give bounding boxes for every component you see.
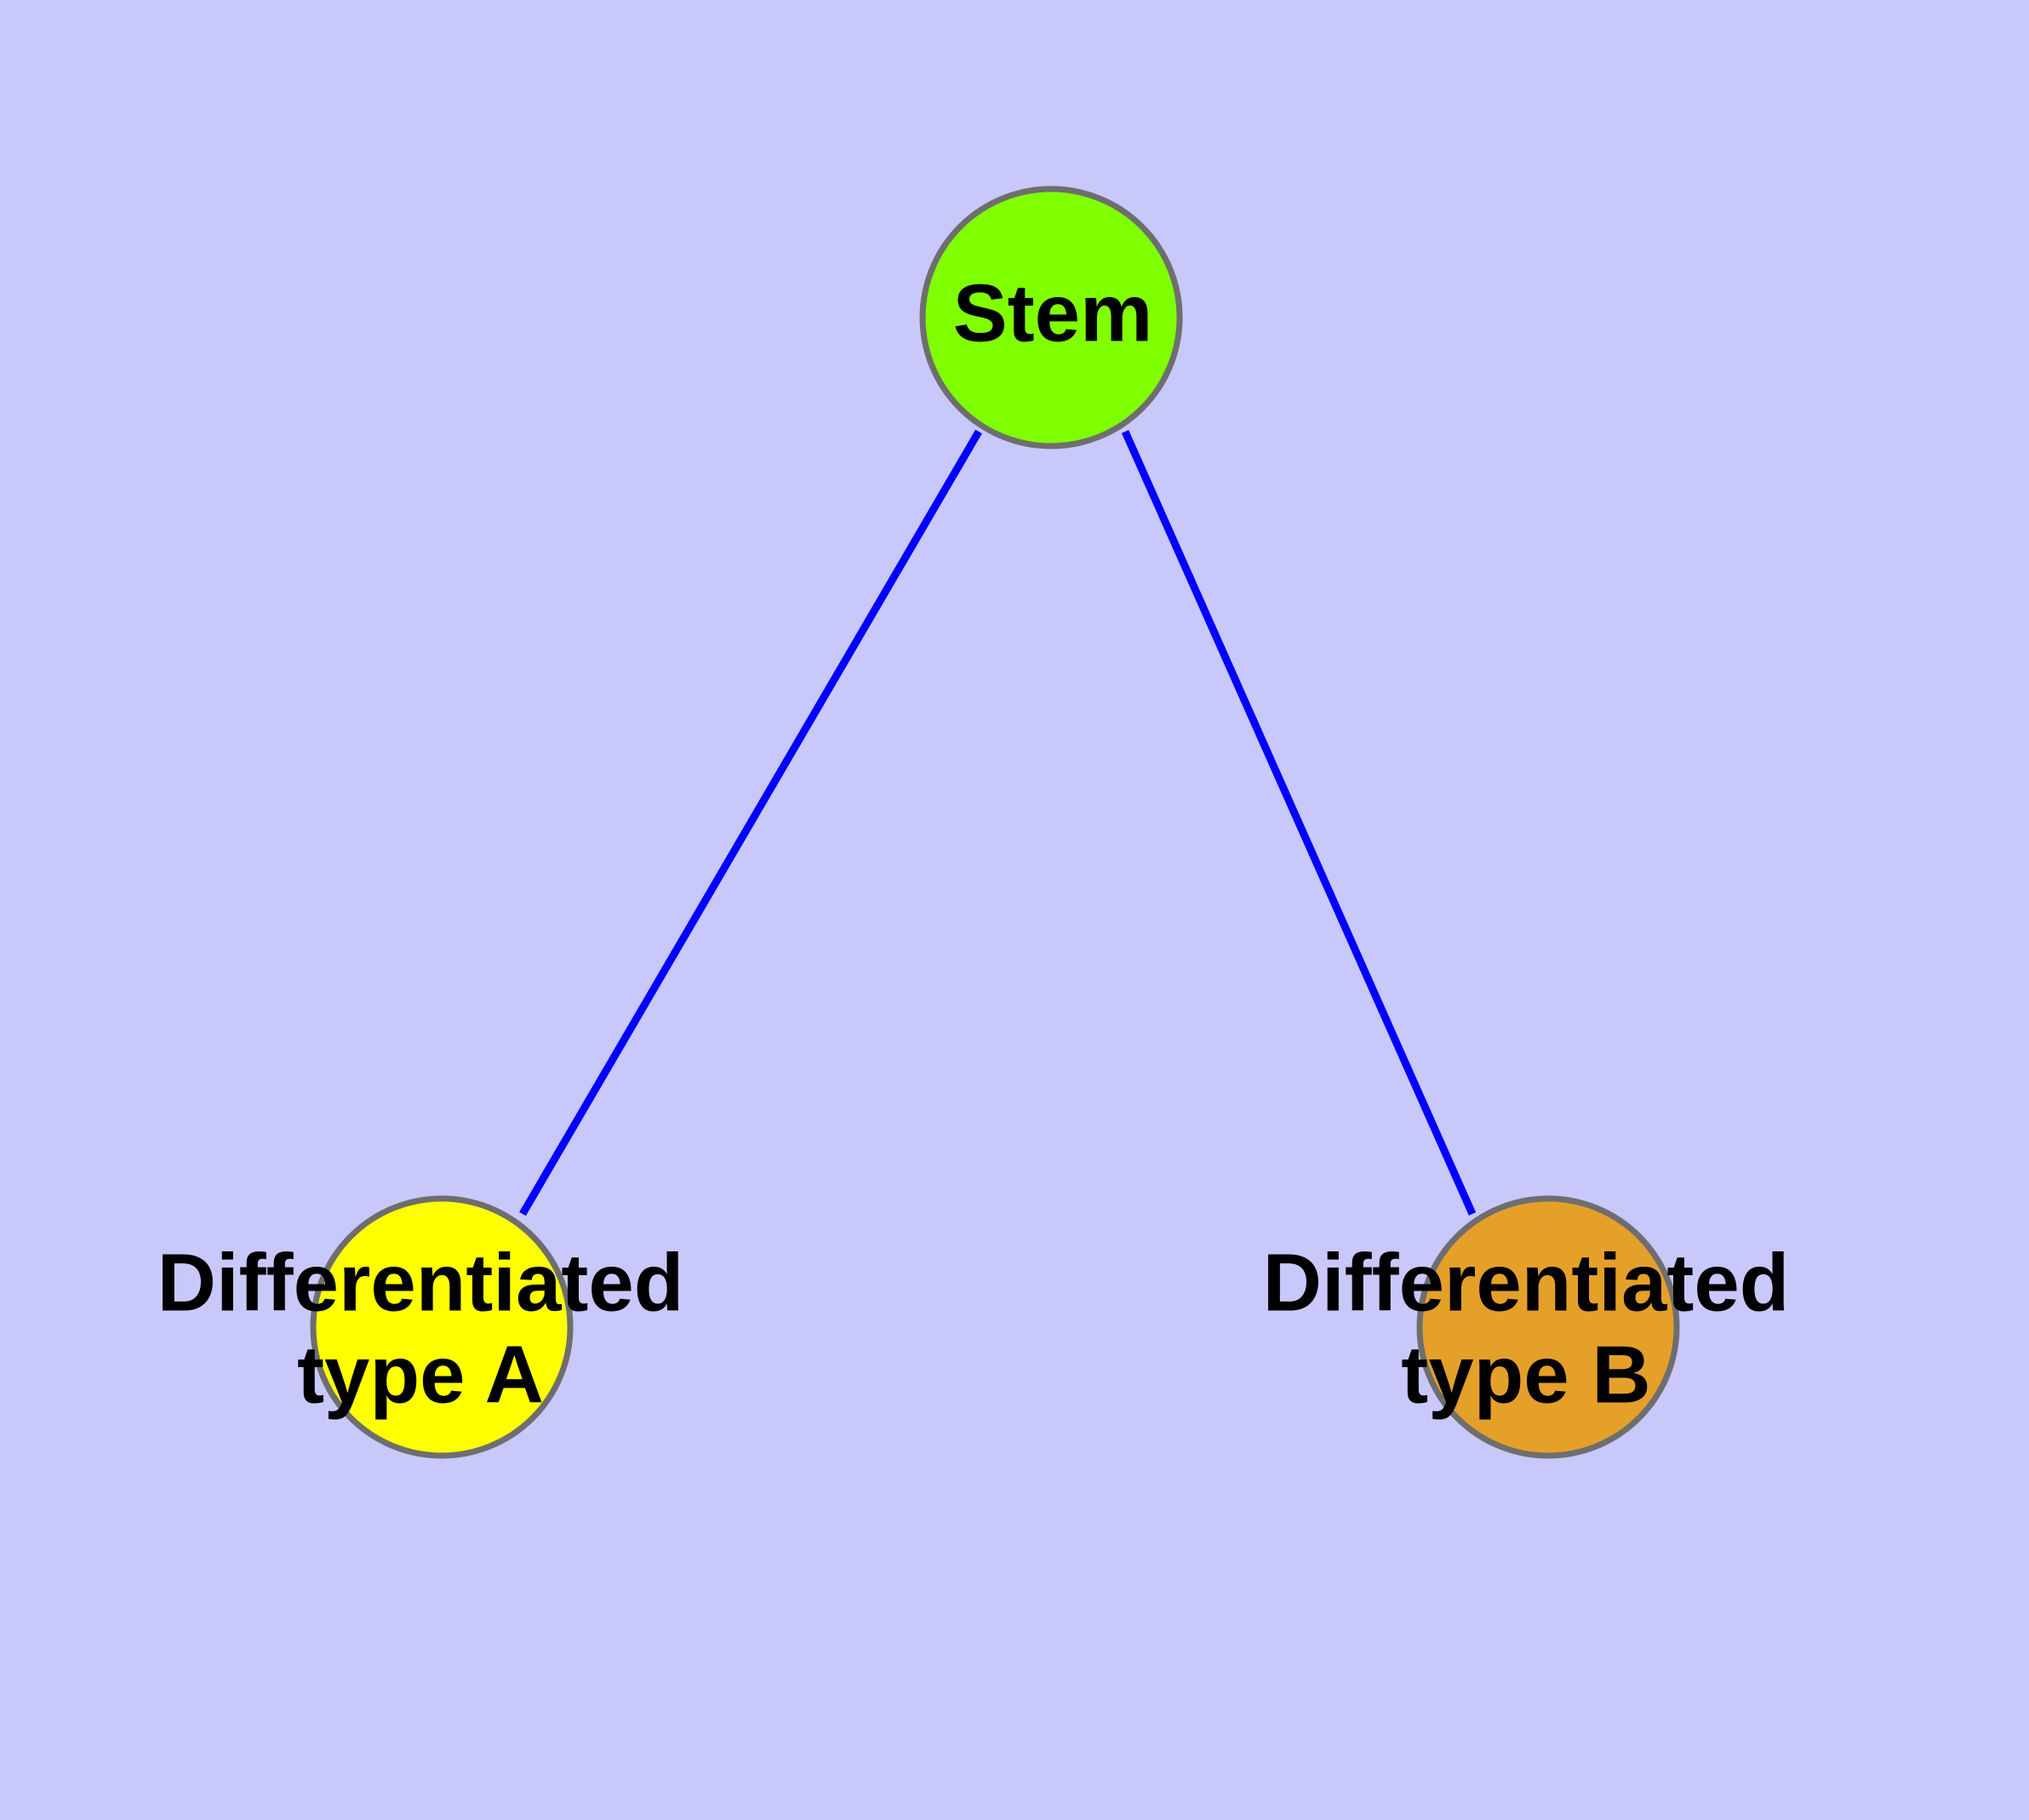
- node-label-diff_b-line-2: type B: [1401, 1329, 1650, 1420]
- edge-stem-to-diff_b: [1121, 430, 1477, 1216]
- node-label-diff_b-line-1: Differentiated: [1263, 1237, 1790, 1328]
- node-circle-diff_a[interactable]: [310, 1195, 574, 1459]
- node-circle-diff_b[interactable]: [1416, 1195, 1680, 1459]
- node-circle-stem[interactable]: [919, 186, 1183, 449]
- nodes-group: [310, 186, 1680, 1459]
- edge-stem-to-diff_a: [519, 429, 982, 1216]
- node-label-diff_a-line-1: Differentiated: [157, 1237, 684, 1328]
- edges-group: [519, 429, 1477, 1216]
- node-label-stem: Stem: [953, 267, 1153, 358]
- node-label-diff_a-line-2: type A: [297, 1329, 544, 1420]
